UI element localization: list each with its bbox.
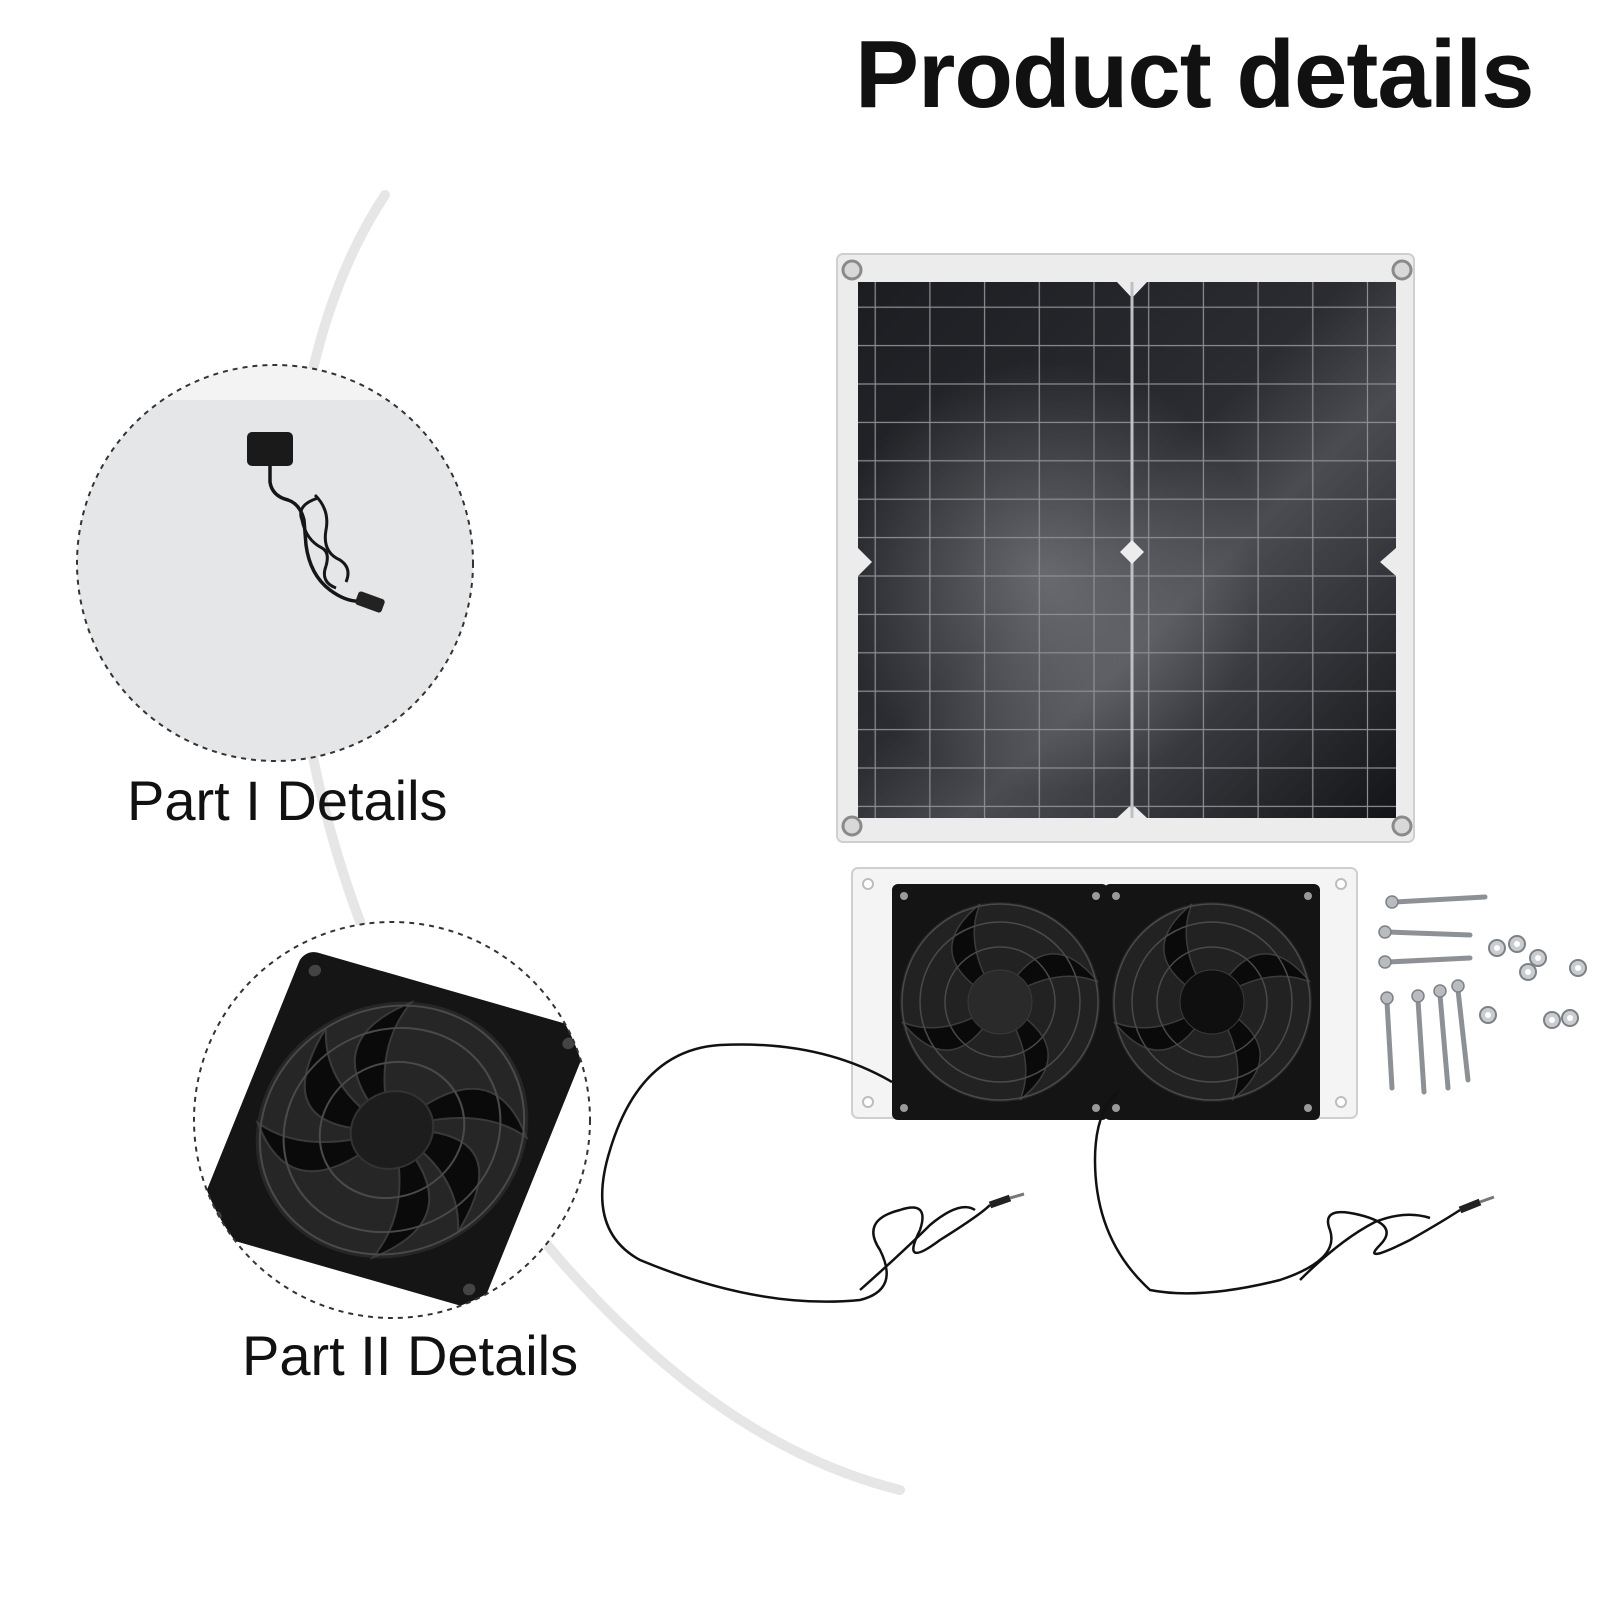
fan-left-icon [892,884,1108,1120]
page-title: Product details [855,21,1534,128]
detail-circle-1 [76,364,474,762]
fan-right-icon [1104,884,1320,1120]
solar-panel-image [836,253,1415,843]
fan-cables [600,1043,1495,1303]
fan-closeup-icon [195,952,589,1308]
part-2-label: Part II Details [242,1324,579,1387]
twin-fan-plate-image [851,867,1358,1120]
detail-circle-2 [193,921,591,1319]
part-1-label: Part I Details [127,769,448,832]
junction-box-icon [247,432,385,613]
screws-and-nuts-image [1378,894,1587,1095]
